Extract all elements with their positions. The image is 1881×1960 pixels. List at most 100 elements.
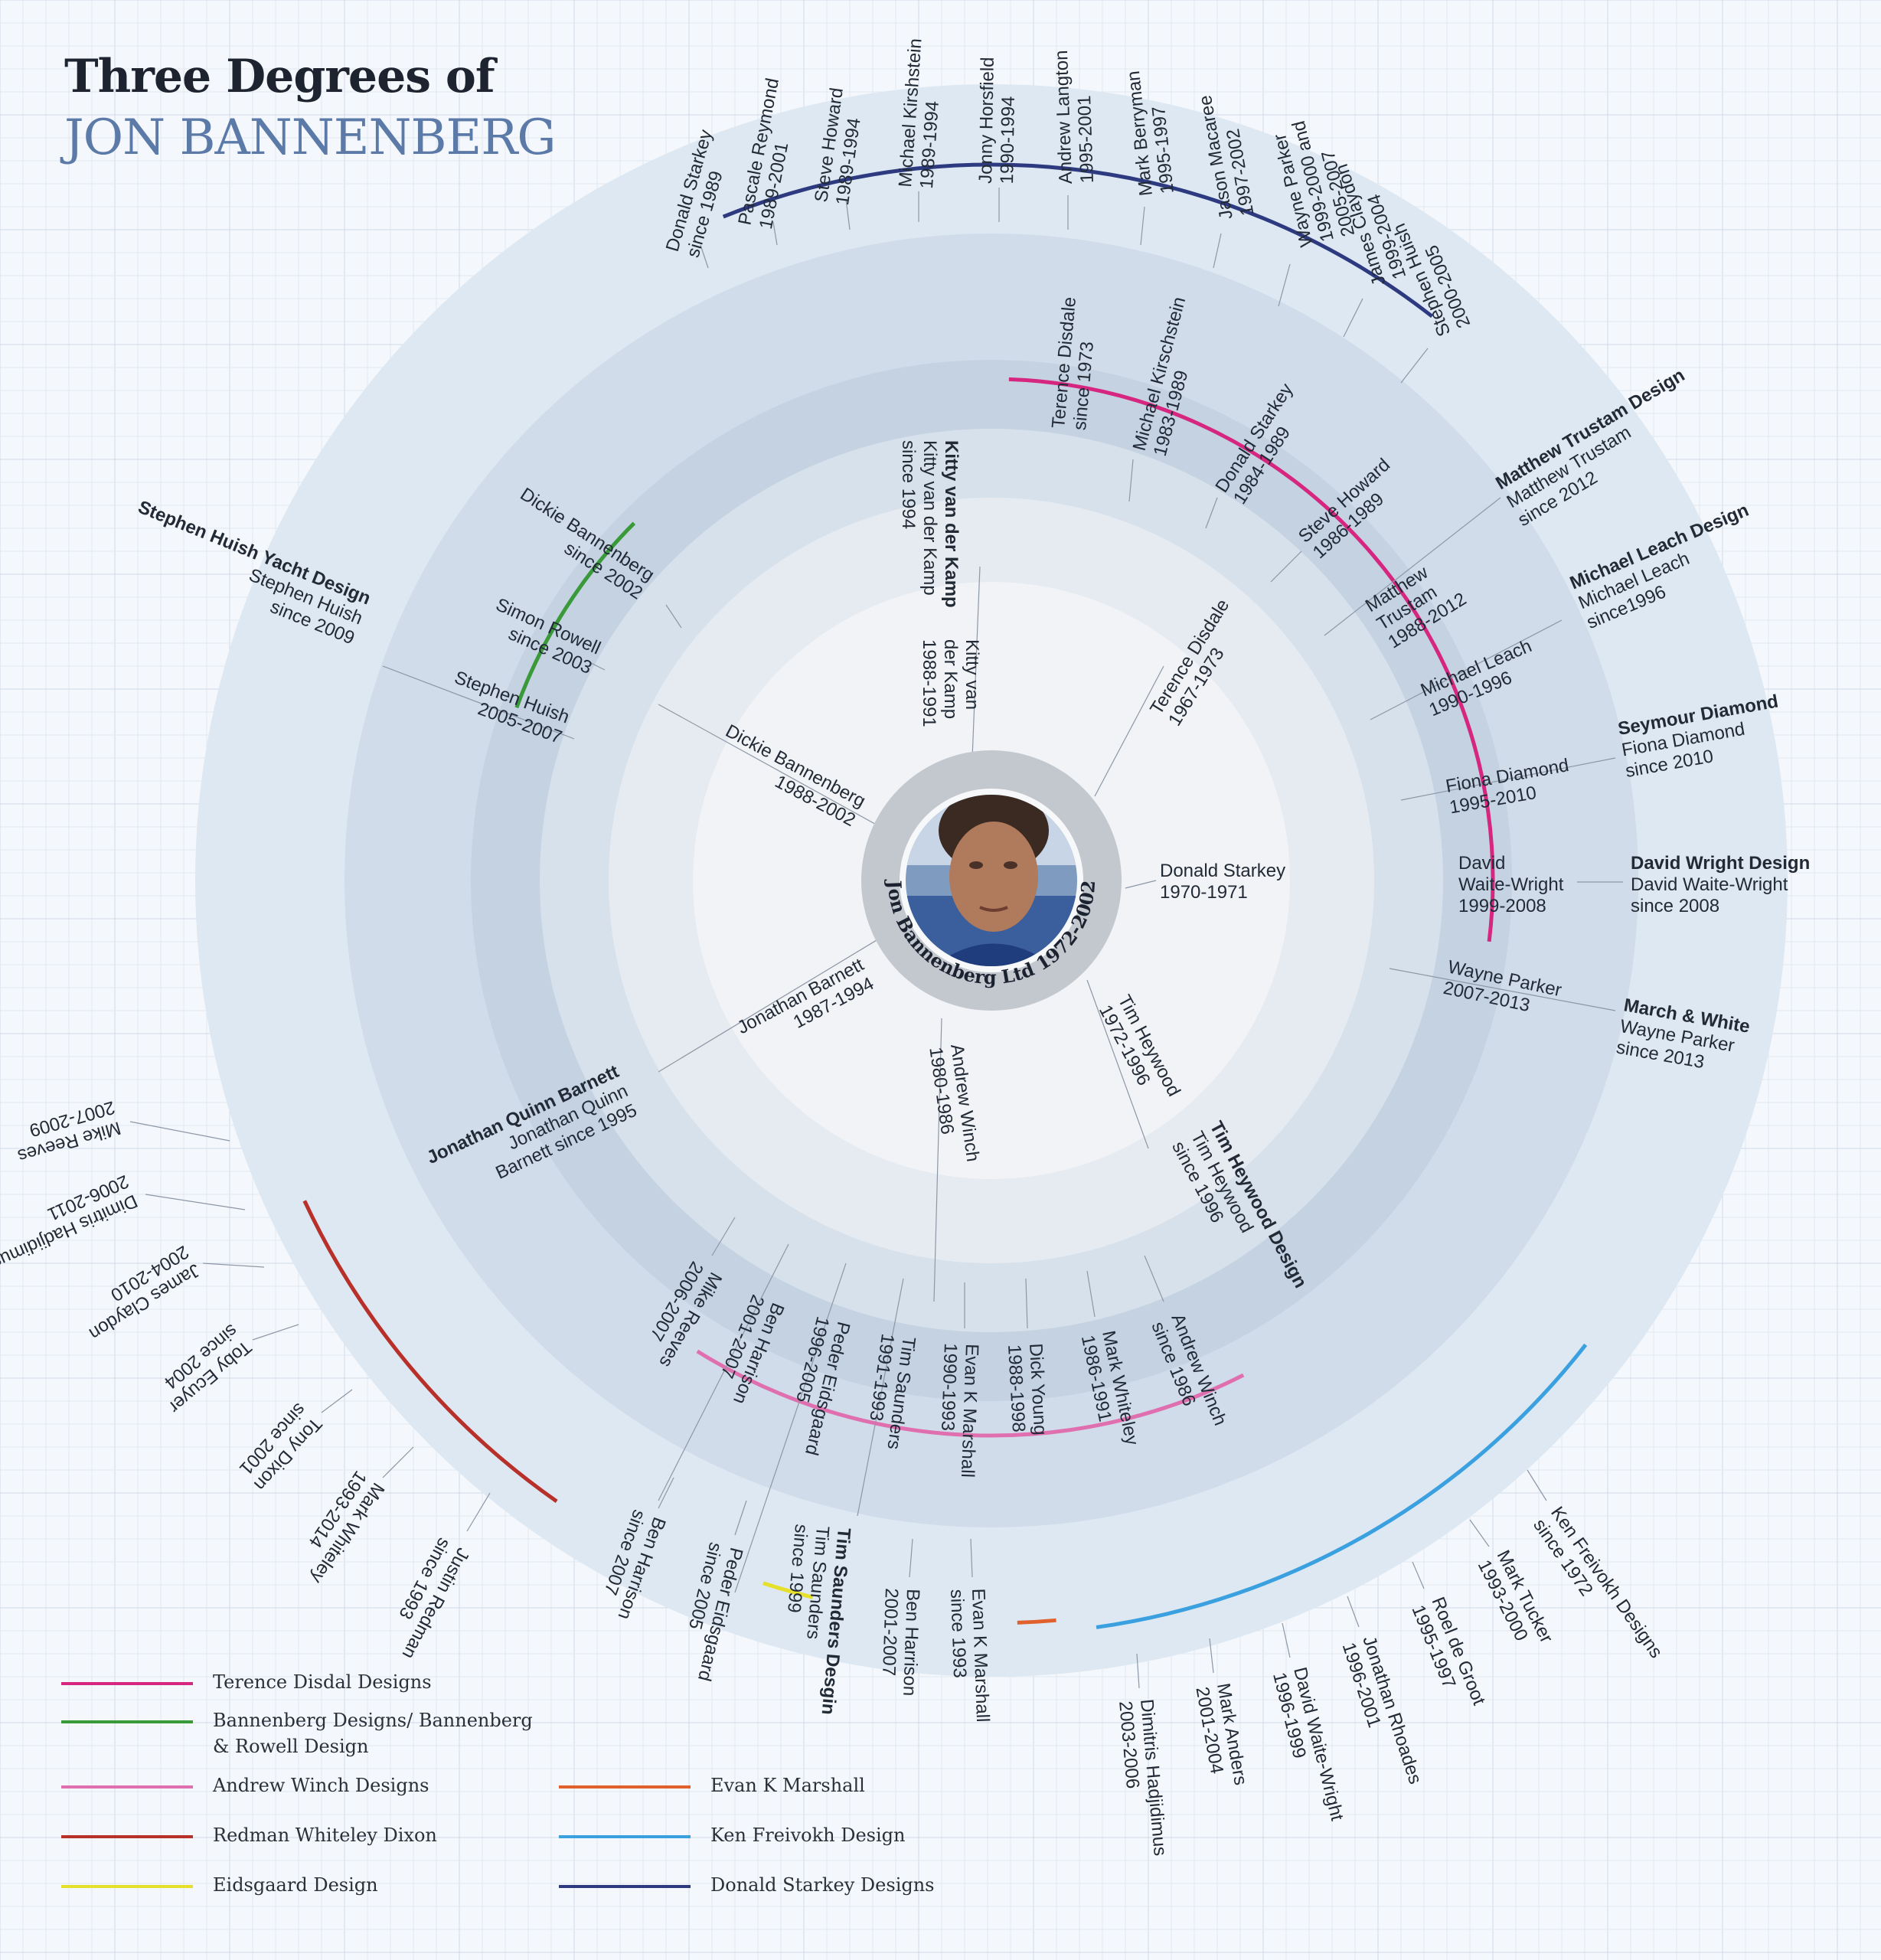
leader-line [1324, 497, 1501, 636]
label-line: 1995-2001 [1074, 95, 1098, 184]
leader-line [857, 1278, 904, 1517]
leader-line [382, 665, 575, 740]
leader-line [202, 1263, 265, 1268]
leader-line [1469, 1519, 1490, 1547]
legend-label: Ken Freivokh Design [710, 1824, 906, 1846]
legend-item: Ken Freivokh Design [559, 1822, 1032, 1848]
label-line: Dick Young [1025, 1343, 1050, 1436]
label-line: David [1458, 853, 1505, 874]
leader-line [1527, 1469, 1547, 1501]
leader-line [1128, 459, 1134, 502]
leader-line [909, 1538, 913, 1578]
leader-line [1094, 665, 1164, 797]
label-line: der Kamp [940, 639, 961, 719]
leader-line [972, 566, 981, 759]
leader-line [1086, 1270, 1096, 1318]
label-line: 1990-1994 [997, 96, 1019, 184]
leader-line [970, 1538, 973, 1578]
leader-line [1025, 1278, 1028, 1329]
legend-item: Eidsgaard Design [61, 1872, 534, 1898]
page-title: Three Degrees of [64, 50, 495, 103]
arc-bannenberg-designs [514, 521, 636, 709]
leader-line [658, 1477, 674, 1509]
legend-swatch [61, 1682, 193, 1685]
label-line: Waite-Wright [1458, 874, 1564, 895]
legend-swatch [61, 1885, 193, 1888]
legend-item: Andrew Winch Designs [61, 1772, 534, 1798]
label-line: Ben Harrison [899, 1589, 923, 1697]
leader-line [1136, 1653, 1140, 1689]
legend-item: Donald Starkey Designs [559, 1872, 1032, 1898]
leader-line [700, 244, 709, 269]
leader-line [1278, 263, 1291, 307]
label-line: 1970-1971 [1160, 882, 1248, 903]
leader-line [129, 1121, 230, 1142]
firm-name: David Wright Design [1631, 853, 1810, 874]
label-line: 2001-2007 [878, 1588, 902, 1677]
legend-label: Bannenberg Designs/ Bannenberg & Rowell … [213, 1710, 533, 1757]
legend-item: Evan K Marshall [559, 1772, 1032, 1798]
label-line: Ken Freivokh Designs [1546, 1503, 1667, 1662]
leader-line [1205, 497, 1218, 529]
arc-terence-disdal [1008, 377, 1495, 942]
leader-line [711, 1217, 736, 1256]
legend-swatch [559, 1785, 691, 1788]
leader-line [1370, 619, 1563, 720]
arc-ken-freivokh [1096, 1343, 1588, 1629]
legend-label: Donald Starkey Designs [710, 1874, 935, 1896]
leader-line [734, 1500, 747, 1536]
leader-line [1389, 968, 1616, 1011]
legend-swatch [559, 1835, 691, 1838]
leader-line [734, 1263, 847, 1593]
leader-line [658, 1243, 789, 1501]
leader-line [845, 198, 851, 230]
title-block: Three Degrees of JON BANNENBERG [64, 54, 556, 162]
leader-line [658, 704, 881, 828]
legend-label: Eidsgaard Design [213, 1874, 378, 1896]
label-line: 1999-2008 [1458, 896, 1546, 916]
arc-donald-starkey [722, 162, 1434, 318]
label-line: Kitty van der Kamp [919, 440, 940, 596]
leader-line [1282, 1622, 1291, 1658]
label-line: 1988-1998 [1004, 1344, 1029, 1432]
legend-label: Terence Disdal Designs [213, 1671, 432, 1693]
